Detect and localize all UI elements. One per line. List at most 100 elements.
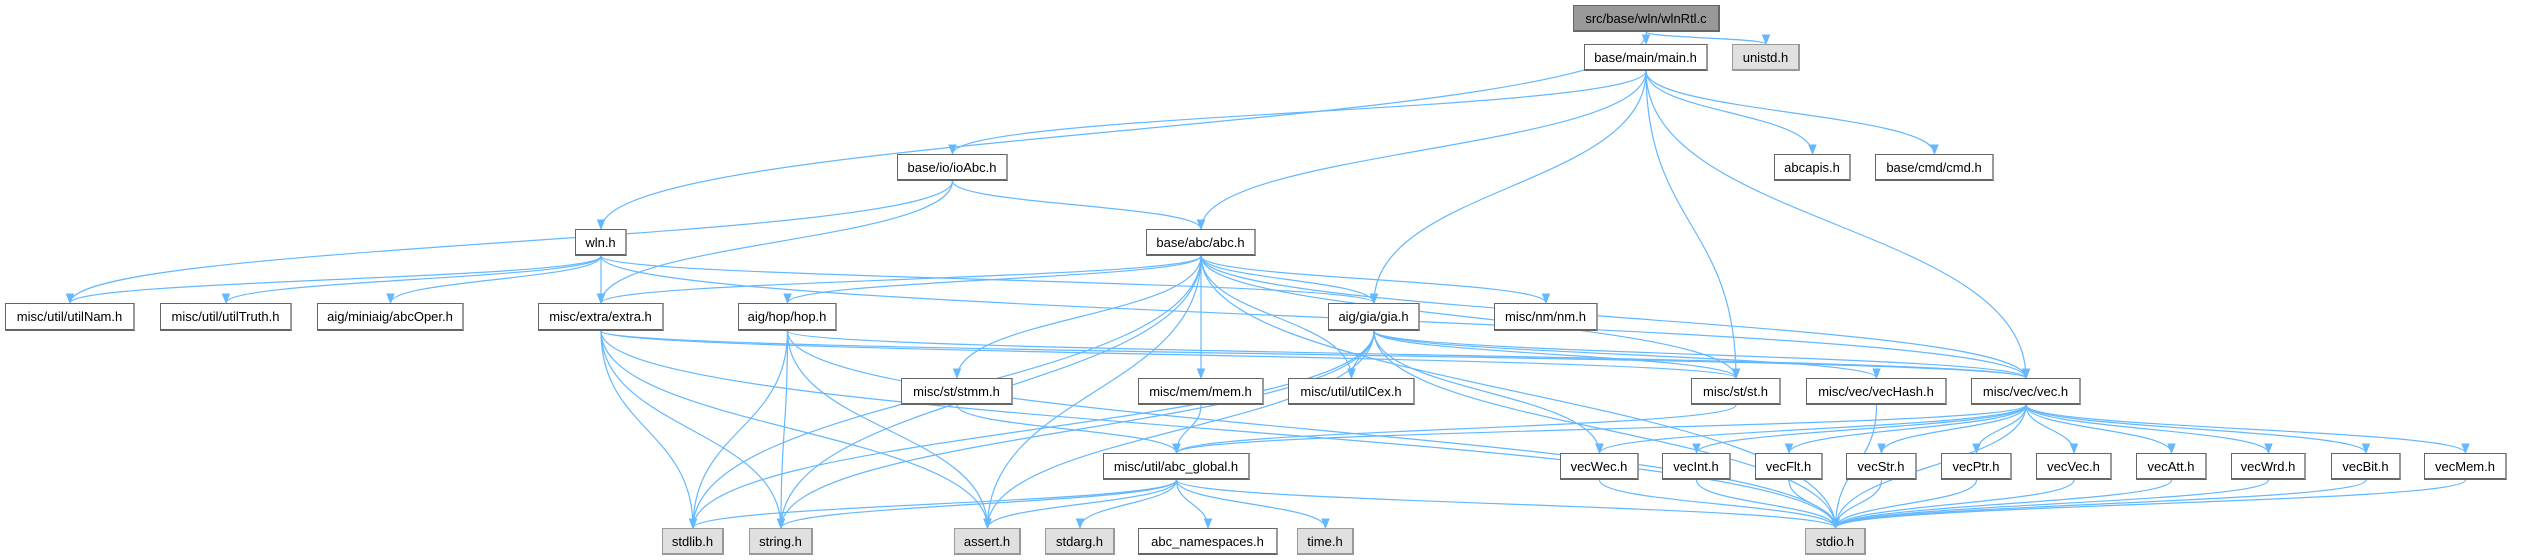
node-cmd[interactable]: base/cmd/cmd.h	[1875, 154, 1994, 181]
edge-vecBit-to-stdio	[1831, 479, 2367, 530]
edge-vecMem-to-stdio	[1831, 479, 2467, 530]
node-abc_namespaces[interactable]: abc_namespaces.h	[1138, 528, 1278, 555]
edge-st-to-abc_global	[1172, 404, 1737, 455]
node-abcOper[interactable]: aig/miniaig/abcOper.h	[317, 303, 464, 331]
edge-extra-to-string	[600, 330, 786, 530]
node-vecWec[interactable]: vecWec.h	[1560, 453, 1639, 480]
node-vecMem[interactable]: vecMem.h	[2424, 453, 2507, 480]
edge-extra-to-stdlib	[600, 330, 698, 530]
edge-vec-to-vecAtt	[2025, 404, 2176, 455]
edge-vec-to-abc_global	[1172, 404, 2027, 455]
edge-main-to-abc	[1196, 70, 1647, 231]
node-extra[interactable]: misc/extra/extra.h	[538, 303, 664, 331]
node-st[interactable]: misc/st/st.h	[1691, 378, 1781, 405]
node-time: time.h	[1297, 528, 1354, 555]
edge-vec-to-stdio	[1831, 404, 2027, 530]
edge-abc_global-to-abc_namespaces	[1175, 479, 1213, 530]
edge-src-to-unistd	[1645, 31, 1771, 46]
node-vecVec[interactable]: vecVec.h	[2036, 453, 2112, 480]
node-vecWrd[interactable]: vecWrd.h	[2231, 453, 2306, 480]
edge-abc_global-to-stdio	[1175, 479, 1840, 530]
node-nm[interactable]: misc/nm/nm.h	[1494, 303, 1598, 331]
edge-gia-to-assert	[983, 330, 1375, 530]
node-stdarg: stdarg.h	[1045, 528, 1115, 555]
edge-main-to-cmd	[1645, 70, 1939, 156]
node-utilNam[interactable]: misc/util/utilNam.h	[5, 303, 135, 331]
node-vecPtr[interactable]: vecPtr.h	[1941, 453, 2012, 480]
node-unistd: unistd.h	[1732, 44, 1800, 71]
edge-main-to-abcapis	[1645, 70, 1817, 156]
edge-abc-to-st	[1200, 255, 1741, 380]
node-hop[interactable]: aig/hop/hop.h	[738, 303, 837, 331]
node-mem[interactable]: misc/mem/mem.h	[1138, 378, 1264, 405]
edge-hop-to-vec	[786, 330, 2030, 380]
node-gia[interactable]: aig/gia/gia.h	[1328, 303, 1420, 331]
node-vecBit[interactable]: vecBit.h	[2331, 453, 2401, 480]
node-ioAbc[interactable]: base/io/ioAbc.h	[897, 154, 1008, 181]
edge-extra-to-stdio	[600, 330, 1840, 530]
node-stmm[interactable]: misc/st/stmm.h	[901, 378, 1013, 405]
edge-gia-to-st	[1373, 330, 1741, 380]
edge-hop-to-assert	[786, 330, 992, 530]
edge-vecInt-to-stdio	[1695, 479, 1840, 530]
node-string: string.h	[749, 528, 813, 555]
node-stdio: stdio.h	[1805, 528, 1866, 555]
node-wln[interactable]: wln.h	[575, 229, 627, 256]
edge-abc-to-nm	[1200, 255, 1551, 305]
edge-main-to-vec	[1645, 70, 2031, 380]
edge-wln-to-utilTruth	[221, 255, 602, 305]
node-utilTruth[interactable]: misc/util/utilTruth.h	[160, 303, 292, 331]
edge-vec-to-vecBit	[2025, 404, 2371, 455]
edge-abc_global-to-string	[776, 479, 1178, 530]
edge-src-to-wln	[596, 31, 1648, 231]
node-abc[interactable]: base/abc/abc.h	[1146, 229, 1256, 256]
edge-abc-to-hop	[783, 255, 1202, 305]
edge-abc_global-to-time	[1175, 479, 1330, 530]
edge-gia-to-vec	[1373, 330, 2031, 380]
edge-abc-to-stmm	[952, 255, 1202, 380]
edge-vec-to-vecWec	[1595, 404, 2027, 455]
edge-ioAbc-to-abc	[951, 180, 1206, 231]
node-vecFlt[interactable]: vecFlt.h	[1755, 453, 1823, 480]
edge-vecWrd-to-stdio	[1831, 479, 2270, 530]
edge-abc-to-assert	[983, 255, 1202, 530]
edge-main-to-st	[1645, 70, 1741, 380]
edge-abc-to-extra	[596, 255, 1202, 305]
edge-wln-to-vec	[600, 255, 2031, 380]
node-main[interactable]: base/main/main.h	[1584, 44, 1708, 71]
edge-vecWec-to-stdio	[1598, 479, 1840, 530]
edge-abc_global-to-stdarg	[1075, 479, 1178, 530]
edge-vecPtr-to-stdio	[1831, 479, 1978, 530]
node-stdlib: stdlib.h	[662, 528, 724, 555]
edge-main-to-gia	[1369, 70, 1647, 305]
node-utilCex[interactable]: misc/util/utilCex.h	[1288, 378, 1415, 405]
edge-abc-to-vec	[1200, 255, 2031, 380]
edge-abc-to-gia	[1200, 255, 1379, 305]
edge-abc_global-to-assert	[983, 479, 1178, 530]
node-abcapis[interactable]: abcapis.h	[1774, 154, 1851, 181]
edge-vecAtt-to-stdio	[1831, 479, 2173, 530]
edge-vec-to-vecVec	[2025, 404, 2079, 455]
node-vecAtt[interactable]: vecAtt.h	[2136, 453, 2207, 480]
node-abc_global[interactable]: misc/util/abc_global.h	[1103, 453, 1250, 480]
edge-hop-to-stdio	[786, 330, 1840, 530]
edge-vec-to-vecFlt	[1784, 404, 2027, 455]
edge-extra-to-assert	[600, 330, 992, 530]
edge-vec-to-vecWrd	[2025, 404, 2273, 455]
node-vecInt[interactable]: vecInt.h	[1662, 453, 1731, 480]
edge-gia-to-string	[776, 330, 1375, 530]
edge-gia-to-vecHash	[1373, 330, 1881, 380]
node-vec[interactable]: misc/vec/vec.h	[1971, 378, 2081, 405]
node-vecStr[interactable]: vecStr.h	[1846, 453, 1917, 480]
edge-extra-to-vec	[600, 330, 2030, 380]
edge-vec-to-vecInt	[1692, 404, 2027, 455]
node-src[interactable]: src/base/wln/wlnRtl.c	[1573, 5, 1720, 32]
edge-vec-to-vecMem	[2025, 404, 2470, 455]
edge-ioAbc-to-extra	[596, 180, 954, 305]
node-assert: assert.h	[954, 528, 1021, 555]
edge-hop-to-stdlib	[688, 330, 789, 530]
edge-extra-to-st	[600, 330, 1740, 380]
edge-wln-to-abcOper	[386, 255, 602, 305]
node-vecHash[interactable]: misc/vec/vecHash.h	[1806, 378, 1947, 405]
